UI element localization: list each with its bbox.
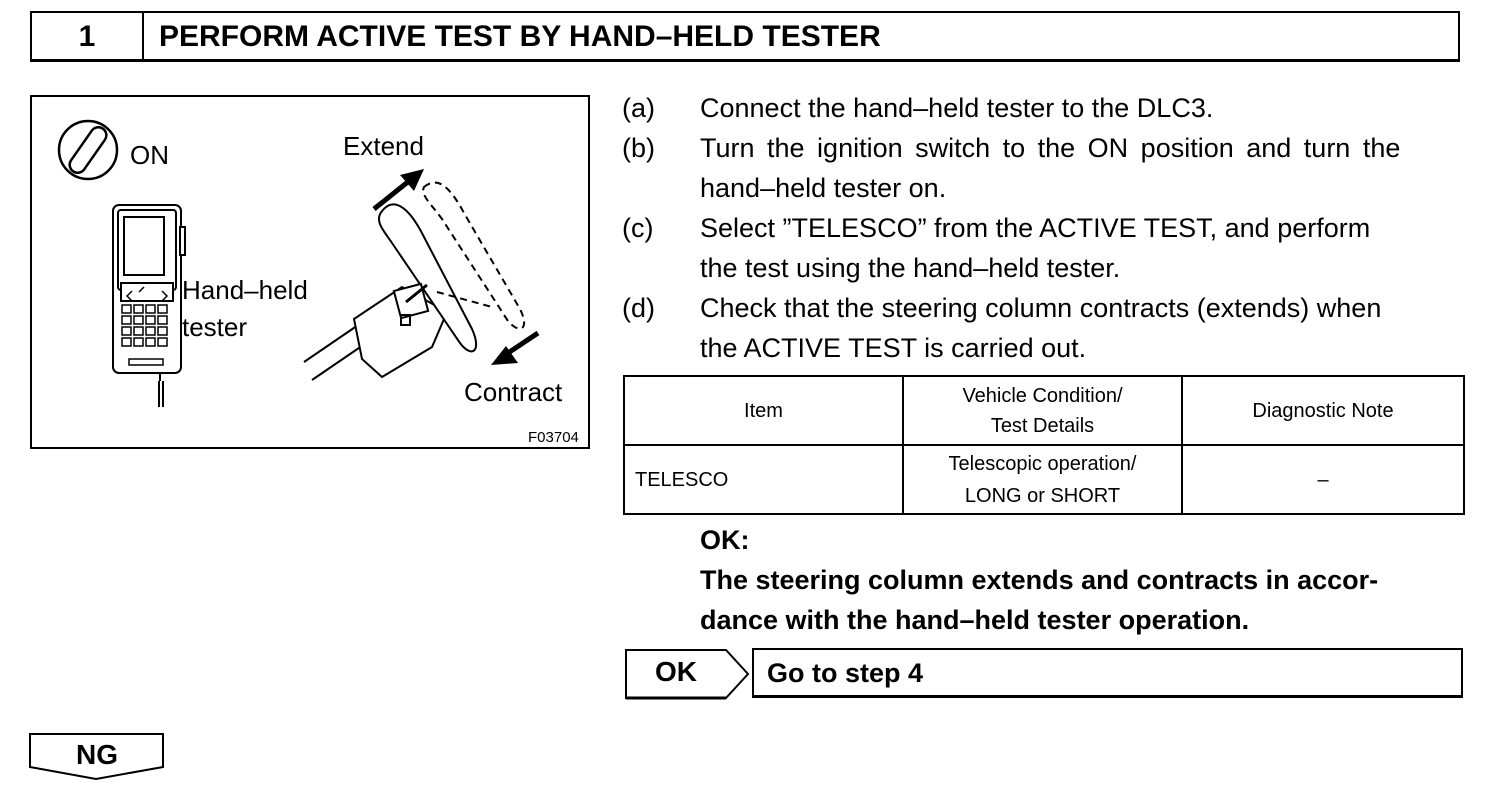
ok-result-line2: dance with the hand–held tester operatio… — [700, 605, 1250, 635]
extend-label: Extend — [343, 131, 424, 161]
cell-diagnostic-note: – — [1181, 444, 1465, 515]
cell-vehicle-condition: Telescopic operation/ LONG or SHORT — [902, 444, 1183, 515]
ok-heading: OK: — [700, 525, 750, 555]
tester-label-line2: tester — [182, 312, 247, 342]
ignition-switch-icon — [57, 119, 119, 181]
cell-item: TELESCO — [623, 444, 904, 515]
ok-arrow-shape — [625, 649, 750, 700]
ok-result-line1: The steering column extends and contract… — [700, 565, 1379, 595]
instruction-d-line1: Check that the steering column contracts… — [700, 293, 1382, 323]
instruction-b-line1: Turn the ignition switch to the ON posit… — [700, 133, 1401, 163]
table-row: TELESCO Telescopic operation/ LONG or SH… — [623, 444, 1465, 515]
instruction-b-line2: hand–held tester on. — [700, 173, 947, 203]
contract-arrow-icon — [491, 330, 540, 365]
header-vehicle-condition-line1: Vehicle Condition/ — [962, 384, 1123, 407]
ng-branch-label: NG — [76, 739, 118, 770]
contract-label: Contract — [464, 377, 563, 407]
step-number: 1 — [32, 13, 144, 59]
tester-steering-illustration: ON Hand–held tester — [57, 119, 579, 446]
table-header-row: Item Vehicle Condition/ Test Details Dia… — [623, 375, 1465, 446]
header-diagnostic-note: Diagnostic Note — [1181, 375, 1465, 446]
instruction-letter-c: (c) — [622, 213, 654, 243]
header-item: Item — [623, 375, 904, 446]
tester-label-line1: Hand–held — [182, 275, 308, 305]
on-label: ON — [130, 140, 169, 170]
step-header: 1 PERFORM ACTIVE TEST BY HAND–HELD TESTE… — [30, 11, 1460, 62]
cell-vehicle-condition-line1: Telescopic operation/ — [948, 452, 1137, 475]
instruction-a-line1: Connect the hand–held tester to the DLC3… — [700, 93, 1214, 123]
figure-code: F03704 — [528, 429, 579, 446]
ng-arrow-shape — [29, 733, 164, 781]
ok-go-to-step-box: Go to step 4 — [752, 648, 1463, 698]
ok-branch-label: OK — [655, 656, 697, 687]
active-test-table: Item Vehicle Condition/ Test Details Dia… — [623, 375, 1465, 515]
cell-vehicle-condition-line2: LONG or SHORT — [964, 484, 1121, 507]
instruction-letter-b: (b) — [622, 133, 655, 163]
steering-column-icon — [303, 181, 526, 381]
instruction-c-line2: the test using the hand–held tester. — [700, 253, 1121, 283]
header-vehicle-condition: Vehicle Condition/ Test Details — [902, 375, 1183, 446]
extend-arrow-icon — [372, 169, 424, 211]
illustration-figure: ON Hand–held tester — [30, 95, 590, 449]
instruction-letter-d: (d) — [622, 293, 655, 323]
instruction-d-line2: the ACTIVE TEST is carried out. — [700, 333, 1087, 363]
header-vehicle-condition-line2: Test Details — [990, 414, 1095, 437]
hand-held-tester-icon — [112, 204, 186, 407]
step-title: PERFORM ACTIVE TEST BY HAND–HELD TESTER — [159, 20, 881, 53]
instruction-letter-a: (a) — [622, 93, 655, 123]
instruction-c-line1: Select ”TELESCO” from the ACTIVE TEST, a… — [700, 213, 1371, 243]
